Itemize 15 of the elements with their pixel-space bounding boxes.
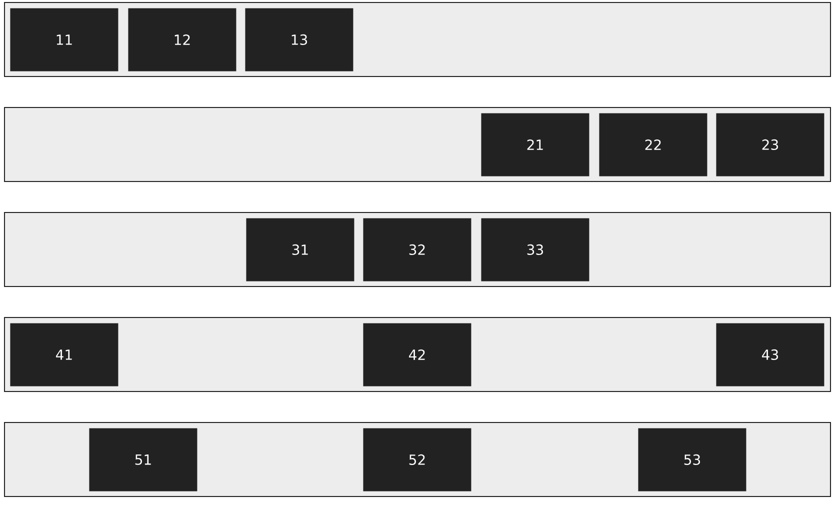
- item-box: 12: [128, 8, 236, 72]
- item-box: 23: [716, 113, 824, 176]
- item-box: 13: [245, 8, 354, 72]
- item-box: 42: [363, 323, 472, 386]
- item-box: 52: [363, 428, 472, 492]
- item-box: 33: [481, 218, 590, 282]
- item-box: 21: [481, 113, 590, 176]
- item-box: 11: [10, 8, 118, 72]
- item-box: 53: [638, 428, 746, 492]
- item-box: 22: [599, 113, 708, 176]
- item-box: 32: [363, 218, 472, 282]
- item-box: 31: [246, 218, 354, 282]
- item-box: 41: [10, 323, 118, 386]
- item-box: 43: [716, 323, 824, 386]
- item-box: 51: [89, 428, 198, 492]
